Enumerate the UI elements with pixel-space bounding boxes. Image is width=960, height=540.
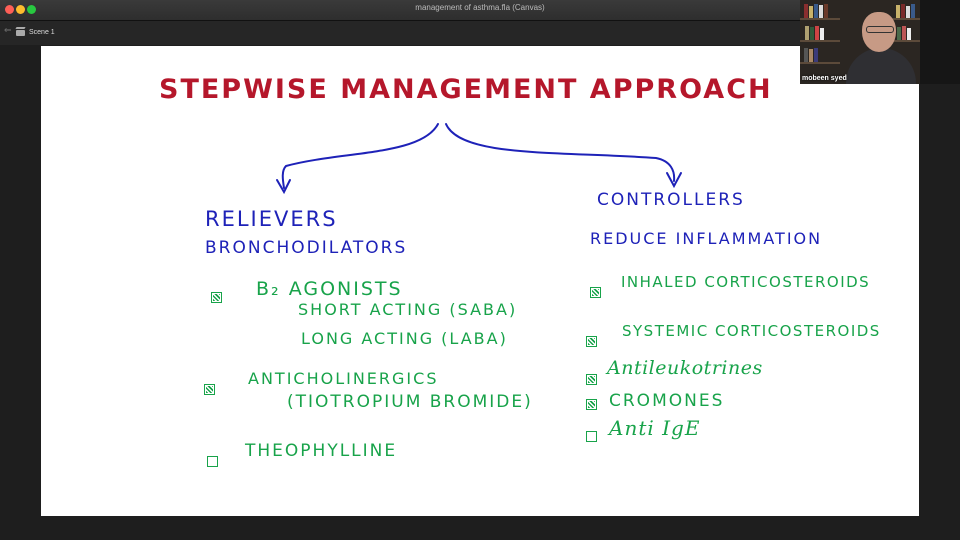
checkbox-anti-ige[interactable]	[586, 431, 597, 442]
b2-agonists-label: B₂ AGONISTS	[256, 280, 403, 299]
checkbox-inhaled-corticosteroids[interactable]	[590, 287, 601, 298]
cromones-label: CROMONES	[609, 393, 724, 410]
right-branch-arrow	[446, 124, 674, 181]
slide-canvas: STEPWISE MANAGEMENT APPROACH RELIEVERS B…	[41, 46, 919, 516]
antileukotrines-label: Antileukotrines	[607, 359, 763, 378]
checkbox-antileukotrines[interactable]	[586, 374, 597, 385]
theophylline-label: THEOPHYLLINE	[245, 443, 397, 460]
checkbox-cromones[interactable]	[586, 399, 597, 410]
anti-ige-label: Anti IgE	[609, 418, 700, 438]
tiotropium-label: (TIOTROPIUM BROMIDE)	[287, 394, 533, 411]
webcam-video: mobeen syed	[800, 0, 920, 84]
long-acting-label: LONG ACTING (LABA)	[301, 331, 508, 347]
left-branch-arrow	[283, 124, 438, 188]
back-arrow-icon[interactable]: ⇐	[4, 26, 12, 36]
checkbox-theophylline[interactable]	[207, 456, 218, 467]
controllers-heading: CONTROLLERS	[597, 192, 745, 209]
clapperboard-icon	[16, 30, 25, 36]
checkbox-systemic-corticosteroids[interactable]	[586, 336, 597, 347]
checkbox-anticholinergics[interactable]	[204, 384, 215, 395]
checkbox-b2-agonists[interactable]	[211, 292, 222, 303]
anticholinergics-label: ANTICHOLINERGICS	[248, 371, 438, 387]
inhaled-corticosteroids-label: INHALED CORTICOSTEROIDS	[621, 275, 870, 290]
bronchodilators-subheading: BRONCHODILATORS	[205, 240, 407, 257]
reduce-inflammation-subheading: REDUCE INFLAMMATION	[590, 231, 822, 247]
short-acting-label: SHORT ACTING (SABA)	[298, 302, 517, 318]
participant-name: mobeen syed	[802, 75, 847, 82]
relievers-heading: RELIEVERS	[205, 209, 338, 230]
glasses-icon	[866, 26, 894, 33]
scene-label[interactable]: Scene 1	[29, 29, 55, 36]
presenter-body	[846, 48, 916, 84]
right-side-panel	[920, 0, 960, 84]
systemic-corticosteroids-label: SYSTEMIC CORTICOSTEROIDS	[622, 324, 881, 339]
